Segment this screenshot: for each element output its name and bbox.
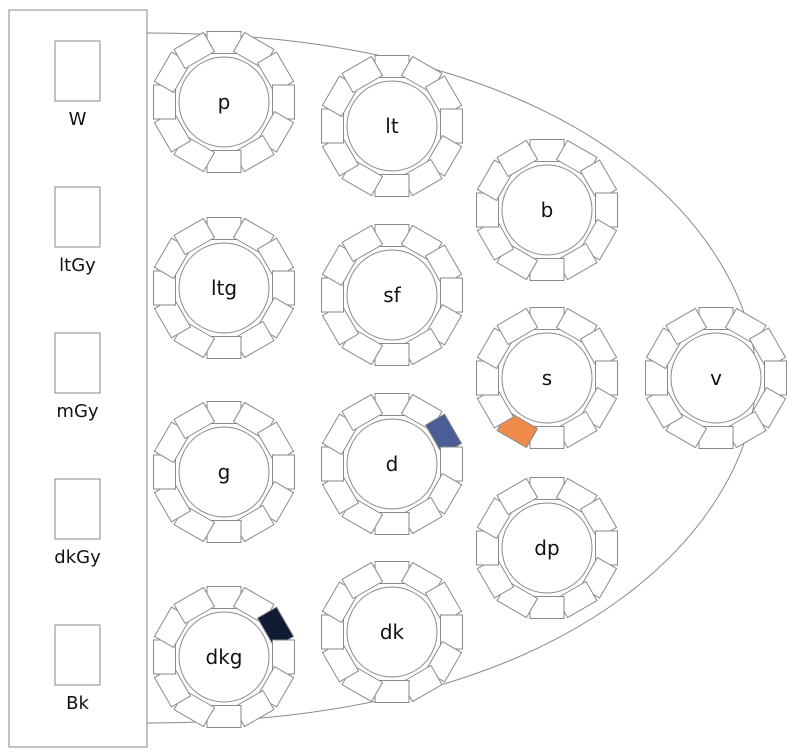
table-dk: dk <box>321 561 463 703</box>
seat-b-11[interactable] <box>496 139 539 178</box>
swatch-mGy[interactable] <box>54 332 101 394</box>
swatch-label-W: W <box>69 109 87 130</box>
table-label-b: b <box>541 198 554 222</box>
table-lt: lt <box>321 55 463 197</box>
table-top-dkg[interactable] <box>178 611 270 703</box>
table-b: b <box>476 139 618 281</box>
seat-d-11[interactable] <box>341 393 384 432</box>
table-top-s[interactable] <box>501 332 593 424</box>
table-label-dp: dp <box>534 536 559 560</box>
table-label-d: d <box>386 452 399 476</box>
table-ltg: ltg <box>153 217 295 359</box>
swatch-W[interactable] <box>54 40 101 102</box>
table-top-b[interactable] <box>501 164 593 256</box>
seat-ltg-11[interactable] <box>173 217 216 256</box>
swatch-label-ltGy: ltGy <box>59 255 96 276</box>
seat-dkg-11[interactable] <box>173 586 216 625</box>
table-dkg: dkg <box>153 586 295 728</box>
seat-g-11[interactable] <box>173 401 216 440</box>
swatch-label-Bk: Bk <box>66 693 89 714</box>
table-top-lt[interactable] <box>346 80 438 172</box>
table-p: p <box>153 31 295 173</box>
seat-p-11[interactable] <box>173 31 216 70</box>
table-label-lt: lt <box>385 114 399 138</box>
table-top-ltg[interactable] <box>178 242 270 334</box>
seat-dp-11[interactable] <box>496 477 539 516</box>
seat-v-11[interactable] <box>665 307 708 346</box>
table-label-g: g <box>218 460 231 484</box>
table-top-p[interactable] <box>178 56 270 148</box>
seat-dk-11[interactable] <box>341 561 384 600</box>
swatch-label-mGy: mGy <box>56 401 98 422</box>
swatch-ltGy[interactable] <box>54 186 101 248</box>
table-s: s <box>476 307 618 449</box>
swatch-label-dkGy: dkGy <box>54 547 101 568</box>
seat-sf-11[interactable] <box>341 224 384 263</box>
table-dp: dp <box>476 477 618 619</box>
table-top-sf[interactable] <box>346 249 438 341</box>
table-top-g[interactable] <box>178 426 270 518</box>
table-label-dk: dk <box>380 620 405 644</box>
table-top-v[interactable] <box>670 332 762 424</box>
table-label-sf: sf <box>383 283 401 307</box>
table-list: p lt b ltg sf s v g d dp dkg dk <box>153 31 787 728</box>
table-label-v: v <box>710 366 722 390</box>
table-sf: sf <box>321 224 463 366</box>
seat-lt-11[interactable] <box>341 55 384 94</box>
seat-s-11[interactable] <box>496 307 539 346</box>
swatch-Bk[interactable] <box>54 624 101 686</box>
table-top-d[interactable] <box>346 418 438 510</box>
table-g: g <box>153 401 295 543</box>
table-label-ltg: ltg <box>211 276 237 300</box>
table-v: v <box>645 307 787 449</box>
swatch-dkGy[interactable] <box>54 478 101 540</box>
table-label-p: p <box>218 90 231 114</box>
table-d: d <box>321 393 463 535</box>
table-top-dk[interactable] <box>346 586 438 678</box>
table-label-s: s <box>542 366 552 390</box>
table-label-dkg: dkg <box>206 645 243 669</box>
table-top-dp[interactable] <box>501 502 593 594</box>
